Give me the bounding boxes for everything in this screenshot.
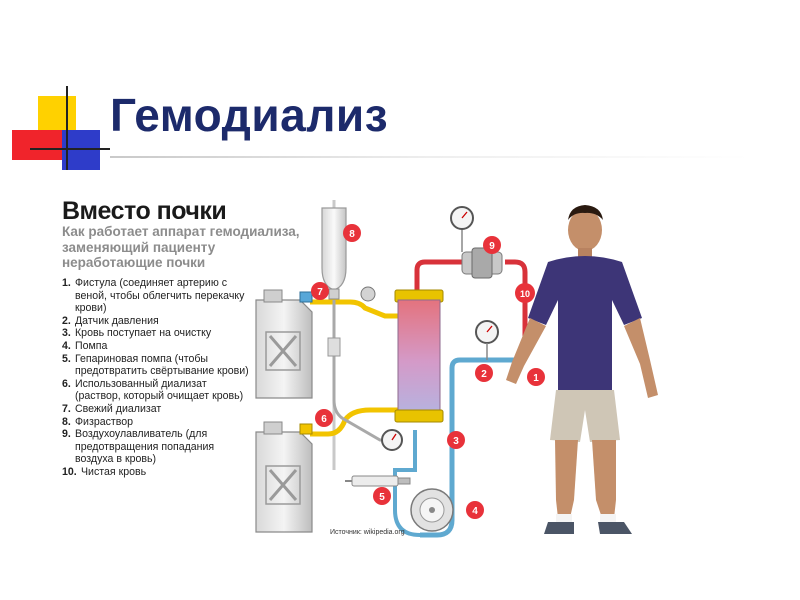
legend-item-5: 5.Гепариновая помпа (чтобы предотвратить…: [62, 352, 249, 378]
callout-7: 7: [311, 282, 329, 300]
callout-8-label: 8: [349, 229, 355, 240]
callout-6-label: 6: [321, 414, 327, 425]
legend-item-10: 10.Чистая кровь: [62, 465, 147, 478]
deco-vertical-line: [66, 86, 68, 170]
callout-10-label: 10: [520, 289, 530, 299]
callout-5-label: 5: [379, 492, 385, 503]
saline-tube: [327, 300, 395, 442]
callout-8: 8: [343, 224, 361, 242]
valve-icon: [360, 286, 376, 302]
legend-item-3: 3.Кровь поступает на очистку: [62, 327, 212, 340]
legend-item-8: 8.Физраствор: [62, 415, 134, 428]
callout-1: 1: [527, 368, 545, 386]
dialyzer-filter: [394, 289, 444, 423]
pressure-gauge-icon-3: [381, 429, 403, 451]
callout-6: 6: [315, 409, 333, 427]
callout-2-label: 2: [481, 369, 487, 380]
callout-3-label: 3: [453, 436, 459, 447]
legend-item-9: 9.Воздухоулавливатель (для предотвращени…: [62, 428, 215, 466]
callout-9-label: 9: [489, 241, 495, 252]
legend-item-6: 6.Использованный диализат (раствор, кото…: [62, 377, 244, 403]
jerrycan-icon-2: [255, 421, 313, 533]
callout-2: 2: [475, 364, 493, 382]
callout-1-label: 1: [533, 373, 539, 384]
pressure-gauge-icon: [450, 206, 474, 230]
legend-item-1: 1.Фистула (соединяет артерию с веной, чт…: [62, 277, 245, 315]
callout-5: 5: [373, 487, 391, 505]
deco-blue-square: [62, 130, 100, 170]
callout-4-label: 4: [472, 506, 478, 517]
callout-10: 10: [515, 283, 535, 303]
deco-horizontal-line: [30, 148, 110, 150]
legend-item-4: 4.Помпа: [62, 339, 108, 352]
callout-3: 3: [447, 431, 465, 449]
pressure-gauge-icon-2: [475, 320, 499, 360]
figure-subtitle: Как работает аппарат гемодиализа, заменя…: [62, 224, 300, 270]
callout-4: 4: [466, 501, 484, 519]
legend-list: 1.Фистула (соединяет артерию с веной, чт…: [62, 277, 252, 479]
jerrycan-icon: [255, 289, 313, 399]
slide-title: Гемодиализ: [110, 89, 389, 141]
callout-9: 9: [483, 236, 501, 254]
deco-red-square: [12, 130, 62, 160]
callout-7-label: 7: [317, 287, 323, 298]
drip-bag-icon: [321, 207, 347, 300]
title-underline: [110, 156, 750, 158]
source-credit: Источник: wikipedia.org: [330, 529, 405, 536]
figure-heading: Вместо почки: [62, 197, 227, 225]
legend-item-2: 2.Датчик давления: [62, 314, 159, 327]
legend-item-7: 7.Свежий диализат: [62, 402, 162, 415]
syringe-icon: [345, 475, 411, 487]
person-figure: [506, 205, 658, 534]
air-trap-device: [461, 228, 503, 279]
deco-yellow-square: [38, 96, 76, 136]
pump-icon: [410, 488, 454, 532]
